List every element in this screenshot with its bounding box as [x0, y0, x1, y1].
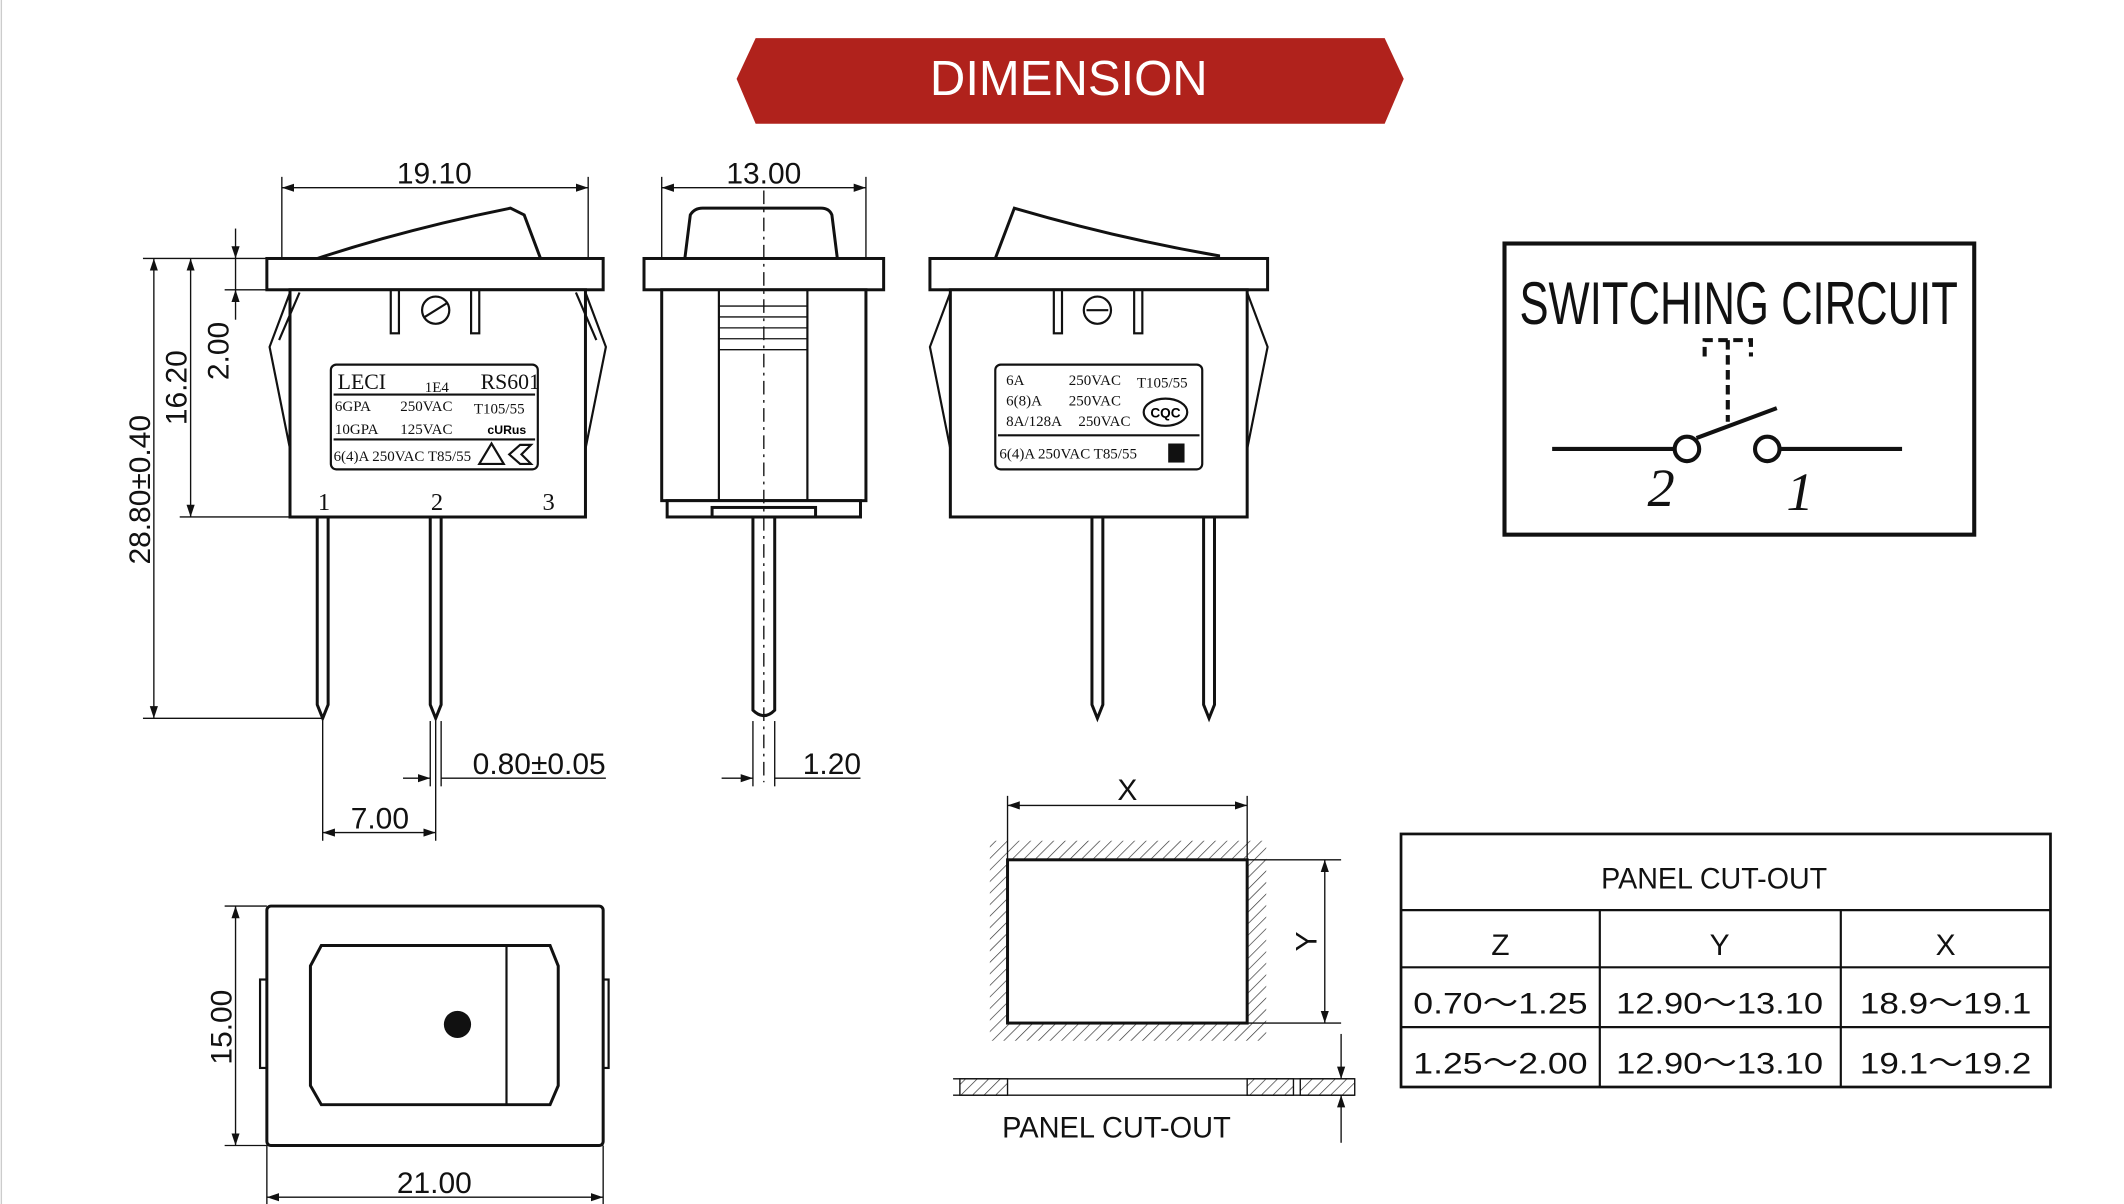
- label-text: T105/55: [1137, 376, 1188, 392]
- top-height-dimension: 15.00: [205, 990, 238, 1065]
- table-header: X: [1936, 929, 1956, 962]
- table-cell: 12.90～13.10: [1616, 1047, 1823, 1080]
- label-text: 125VAC: [400, 422, 452, 438]
- label-code: 1E4: [425, 380, 450, 396]
- panel-cutout-table: PANEL CUT-OUT Z Y X 0.70～1.25 12.90～13.1…: [1399, 832, 2052, 1089]
- switching-circuit: SWITCHING CIRCUIT 2 1: [1502, 241, 1977, 537]
- rear-view: 6A 250VAC T105/55 6(8)A 250VAC 8A/128A 2…: [928, 206, 1270, 723]
- cutout-caption: PANEL CUT-OUT: [1002, 1111, 1231, 1144]
- label-model: RS601: [481, 370, 540, 394]
- circuit-title: SWITCHING CIRCUIT: [1519, 270, 1957, 337]
- table-cell: 0.70～1.25: [1413, 988, 1587, 1021]
- label-text: 250VAC: [1069, 373, 1121, 389]
- label-text: 6(4)A 250VAC T85/55: [334, 449, 472, 465]
- side-width-dimension: 13.00: [726, 158, 801, 191]
- front-view: LECI 1E4 RS601 6GPA 250VAC T105/55 10GPA…: [124, 158, 608, 841]
- width-dimension: 19.10: [397, 158, 472, 191]
- label-text: 6(4)A 250VAC T85/55: [999, 446, 1137, 462]
- banner-title: DIMENSION: [930, 52, 1208, 106]
- panel-cutout-drawing: X Y PANEL CUT-OUT: [953, 774, 1356, 1144]
- title-banner: DIMENSION: [736, 38, 1404, 124]
- flange-dimension: 2.00: [203, 322, 236, 380]
- indicator-dot: [443, 1010, 472, 1039]
- cqc-cert-logo: [1142, 397, 1189, 427]
- height-dimension: 28.80±0.40: [124, 415, 157, 565]
- pin-thickness-dimension: 1.20: [803, 748, 861, 781]
- table-cell: 12.90～13.10: [1616, 988, 1823, 1021]
- pin-width-dimension: 0.80±0.05: [473, 748, 606, 781]
- label-text: 250VAC: [1078, 414, 1130, 430]
- label-text: 250VAC: [1069, 393, 1121, 409]
- top-width-dimension: 21.00: [397, 1167, 472, 1200]
- cutout-x-label: X: [1117, 774, 1137, 807]
- label-text: T105/55: [474, 402, 525, 418]
- table-header: Z: [1491, 929, 1509, 962]
- table-cell: 18.9～19.1: [1860, 988, 2032, 1021]
- pin-pitch-dimension: 7.00: [351, 803, 409, 836]
- side-view: 13.00 1.20: [642, 158, 886, 787]
- ul-cert-logo: cURus: [487, 423, 526, 437]
- enec-mark-icon: [507, 443, 534, 466]
- label-text: 6(8)A: [1006, 393, 1042, 409]
- cutout-y-label: Y: [1291, 931, 1324, 951]
- pin-number: 2: [431, 489, 443, 516]
- table-cell: 1.25～2.00: [1413, 1047, 1587, 1080]
- label-text: 6A: [1006, 373, 1024, 389]
- label-text: 250VAC: [400, 399, 452, 415]
- table-header: Y: [1710, 929, 1730, 962]
- table-title: PANEL CUT-OUT: [1601, 862, 1827, 895]
- label-text: 6GPA: [335, 399, 371, 415]
- label-text: 8A/128A: [1006, 414, 1062, 430]
- pin-number: 1: [318, 489, 330, 516]
- kc-mark-icon: [1168, 443, 1185, 463]
- terminal-2-label: 2: [1647, 457, 1674, 518]
- top-view: 15.00 21.00: [205, 904, 610, 1204]
- terminal-1-label: 1: [1786, 461, 1813, 522]
- label-brand: LECI: [338, 370, 386, 394]
- cqc-cert-text: CQC: [1150, 406, 1180, 421]
- label-text: 10GPA: [335, 422, 379, 438]
- table-cell: 19.1～19.2: [1860, 1047, 2032, 1080]
- pin-number: 3: [543, 489, 555, 516]
- vde-mark-icon: [477, 441, 506, 466]
- body-height-dimension: 16.20: [161, 350, 194, 425]
